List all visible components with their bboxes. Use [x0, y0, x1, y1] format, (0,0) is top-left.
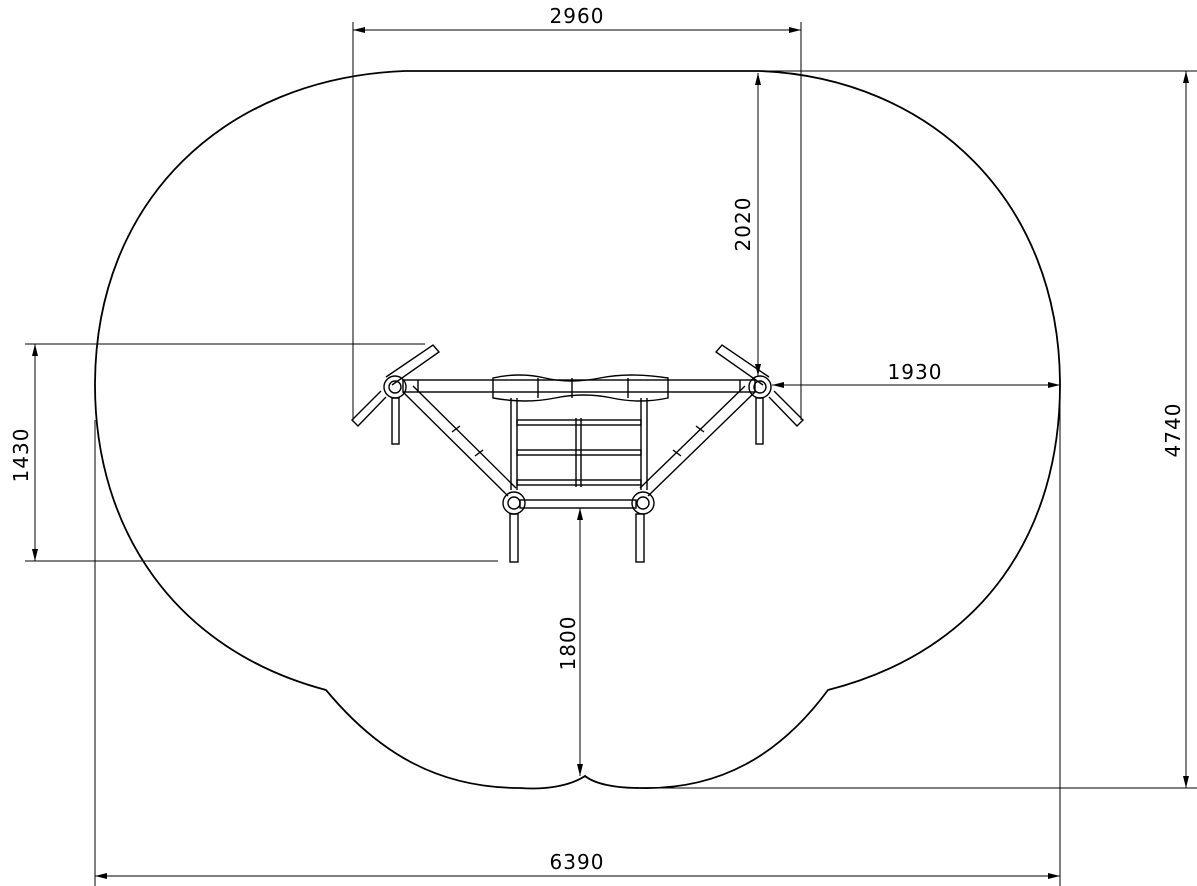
dim-overall-width: 6390	[550, 850, 605, 874]
extension-lines	[25, 22, 1197, 886]
playground-equipment	[351, 344, 804, 563]
dimension-lines	[32, 27, 1189, 879]
dim-top-width: 2960	[550, 4, 605, 28]
safety-zone-outline	[94, 70, 1061, 790]
dim-right-clearance: 1930	[888, 360, 943, 384]
dim-overall-height: 4740	[1161, 403, 1185, 458]
dim-upper-depth: 2020	[731, 197, 755, 252]
dim-lower-depth: 1800	[556, 616, 580, 671]
dim-left-depth: 1430	[9, 428, 33, 483]
